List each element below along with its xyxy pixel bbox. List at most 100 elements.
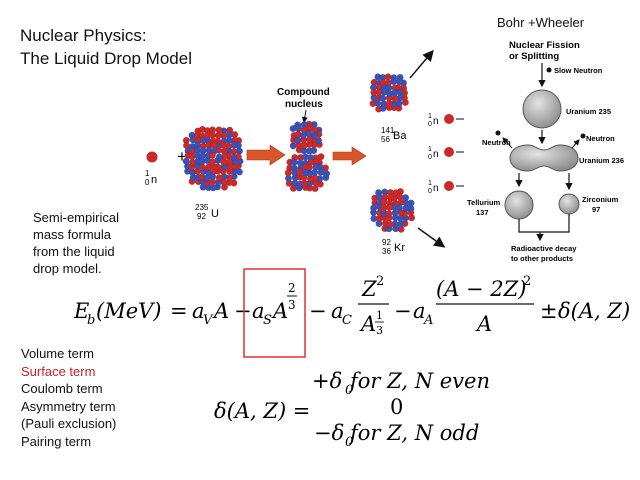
description-line: Semi-empirical [33,210,119,225]
barium-symbol: Ba [393,130,407,142]
nucleon [384,73,392,81]
barium-nucleus [369,73,409,113]
formula-volume-a: A [212,299,229,323]
nucleon [210,141,218,149]
formula-z-exp: 2 [376,274,384,289]
title-line-1: Nuclear Physics: [20,26,147,45]
emitted-neutron: 1 0 n [428,113,464,128]
neutron-left-label: Neutron [482,138,511,147]
pairing-definition: δ(A, Z) = +δ 0 for Z, N even 0 −δ 0 for … [214,369,490,450]
formula-aa: a [413,299,426,323]
nucleon [214,131,222,139]
tellurium-drop [504,190,534,220]
neutron-symbol: n [151,174,157,186]
formula-minus: − [309,299,327,323]
nucleon [294,136,302,144]
formula-ac: a [331,299,344,323]
compound-label: Compound [277,87,330,98]
incoming-neutron [146,151,158,163]
nucleon [215,174,223,182]
reaction-arrow [332,146,367,166]
uranium-symbol: U [211,208,219,220]
nucleon [395,78,403,86]
formula-pm: ± [540,299,558,323]
reaction-arrow [246,144,286,166]
uranium235-label: Uranium 235 [566,107,611,116]
nucleon [208,151,216,159]
formula-asym-num: (A − 2Z) [436,277,526,301]
pairing-odd-text: for Z, N odd [348,421,479,445]
emitted-neutron-ball [444,181,454,191]
formula-as: a [252,299,265,323]
compound-pointer [301,109,308,123]
nucleon [386,203,394,211]
formula-minus: − [394,299,412,323]
krypton-charge-number: 36 [382,247,391,256]
decay-label: Radioactive decay [511,244,577,253]
surface-term-highlight [243,268,306,358]
fragment-arrow [417,227,446,248]
nucleon [302,153,310,161]
emitted-neutron-mass: 1 [428,113,432,120]
nucleon [215,153,223,161]
neutron-right-arrow [571,139,580,149]
formula-coulomb-a: A [359,312,376,336]
nucleon [370,204,378,212]
nucleon [323,170,331,178]
neutron-dot [495,130,501,136]
nucleon [385,84,393,92]
nucleon [284,169,292,177]
nucleon [380,198,388,206]
tellurium-label: Tellurium [467,198,501,207]
formula-surface-a: A [271,299,288,323]
formula-unit: (MeV) [96,299,161,323]
nucleon [208,158,216,166]
pairing-lhs: δ(A, Z) = [214,399,310,423]
tellurium-number: 137 [476,208,489,217]
slow-neutron-label: Slow Neutron [554,66,603,75]
description-line: from the liquid [33,244,115,259]
formula-av-sub: V [203,313,214,328]
attribution-label: Bohr +Wheeler [497,15,585,30]
nucleon [182,157,190,165]
term-pauli: (Pauli exclusion) [21,416,117,431]
formula-exp-num: 2 [288,281,296,295]
term-coulomb: Coulomb term [21,381,103,396]
uranium-nucleus [182,125,244,192]
formula-delta: δ(A, Z) [558,299,630,323]
formula-den-exp-den: 3 [376,324,383,337]
fragment-arrow [409,49,434,79]
formula-ac-sub: C [342,313,352,328]
term-pairing: Pairing term [21,433,92,449]
nucleon [199,163,207,171]
nucleon [290,158,298,166]
decay-label: to other products [511,254,573,263]
title-line-2: The Liquid Drop Model [20,49,192,68]
nucleon [208,131,216,139]
pairing-even-sub: 0 [345,383,353,398]
decay-bracket [518,214,570,233]
barium-charge-number: 56 [381,135,390,144]
formula-den-exp-num: 1 [376,309,383,322]
neutron-dot [580,133,586,139]
neutron-charge-number: 0 [145,178,150,187]
schematic-title: Nuclear Fission [509,40,580,51]
emitted-neutron-charge: 0 [428,188,432,195]
formula-z: Z [361,277,377,301]
uranium-charge-number: 92 [197,212,206,221]
krypton-mass-number: 92 [382,238,391,247]
krypton-symbol: Kr [394,242,405,254]
krypton-nucleus [370,188,416,233]
term-asymmetry: Asymmetry term [21,398,116,414]
uranium236-drop [509,144,579,172]
nucleon [209,184,217,192]
uranium236-label: Uranium 236 [579,156,624,165]
uranium-mass-number: 235 [195,203,209,212]
nucleon [198,152,206,160]
nucleon [299,131,307,139]
nucleon [385,210,393,218]
emitted-neutron-symbol: n [433,149,439,160]
nucleon [317,168,325,176]
formula-as-sub: S [263,313,272,328]
